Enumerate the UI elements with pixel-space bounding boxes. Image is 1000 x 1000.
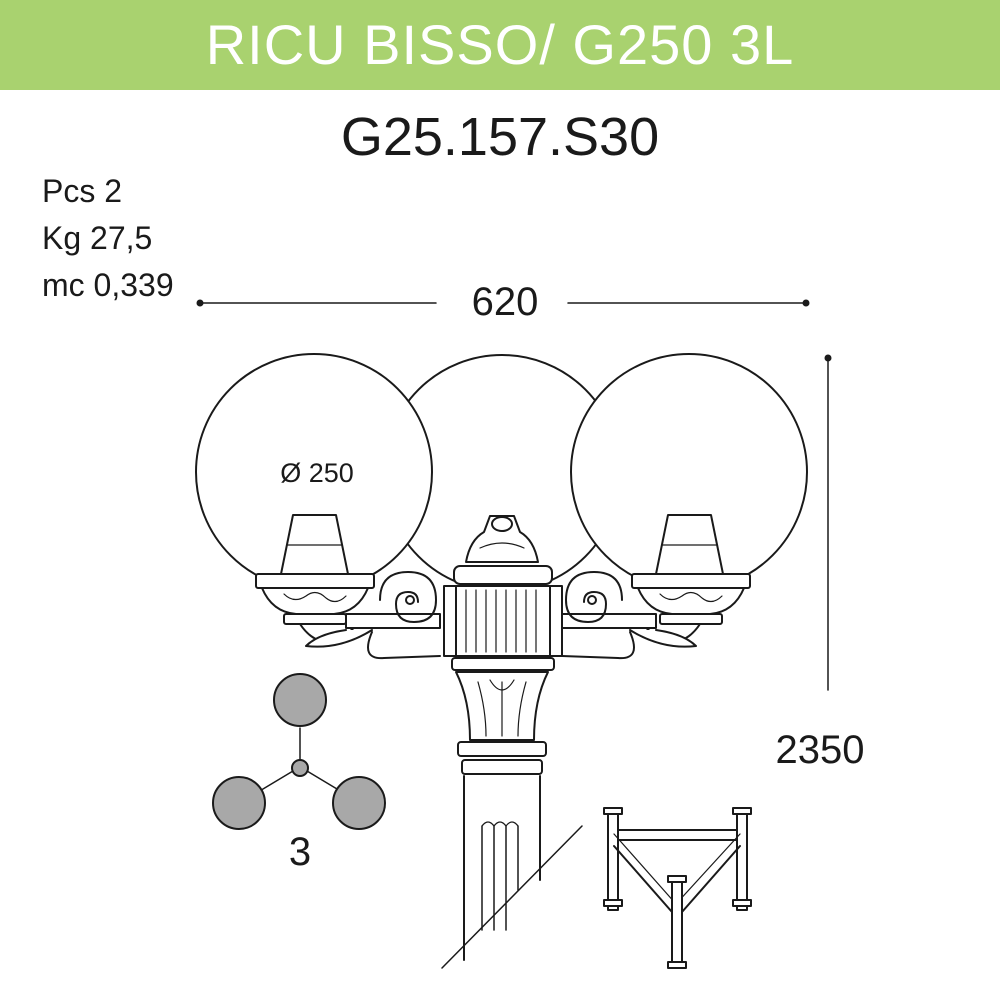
width-dimension-label: 620	[471, 280, 539, 324]
left-arm	[305, 571, 441, 660]
spec-list: Pcs 2 Kg 27,5 mc 0,339	[42, 168, 174, 309]
pole-shaft	[441, 775, 583, 969]
spec-volume: mc 0,339	[42, 267, 174, 303]
product-code: G25.157.S30	[340, 107, 660, 167]
left-lamp-holder	[255, 514, 375, 643]
height-dimension-label: 2350	[775, 728, 865, 772]
center-column-body	[443, 585, 563, 671]
width-dimension-line	[196, 299, 810, 307]
right-arm	[561, 571, 697, 660]
spec-pieces: Pcs 2	[42, 173, 123, 209]
arm-count-label: 3	[288, 830, 312, 874]
globe-diameter-label: Ø 250	[280, 458, 354, 488]
product-title: RICU BISSO/ G250 3L	[205, 13, 795, 76]
base-frame	[603, 807, 752, 969]
column-neck	[455, 671, 549, 775]
spec-weight: Kg 27,5	[42, 220, 153, 256]
center-finial	[453, 515, 553, 585]
arm-configuration-icon	[212, 673, 386, 830]
height-dimension-line	[824, 354, 832, 691]
title-banner: RICU BISSO/ G250 3L	[0, 0, 1000, 90]
